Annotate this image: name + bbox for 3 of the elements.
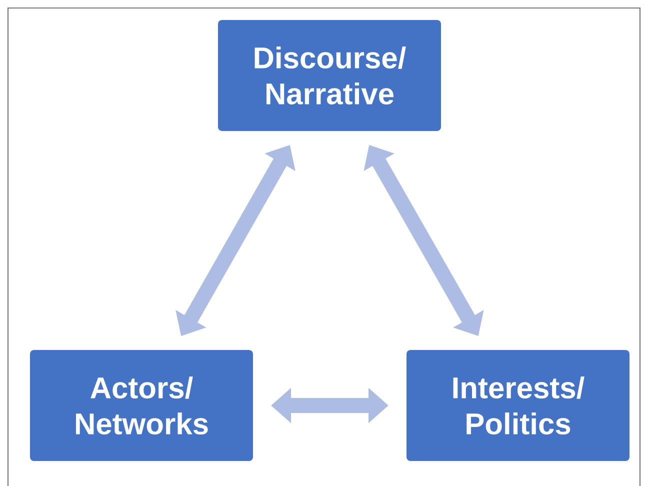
concept-box: Interests/ Politics [406,350,630,461]
concept-box: Actors/ Networks [30,350,253,461]
concept-box: Discourse/ Narrative [218,20,441,131]
